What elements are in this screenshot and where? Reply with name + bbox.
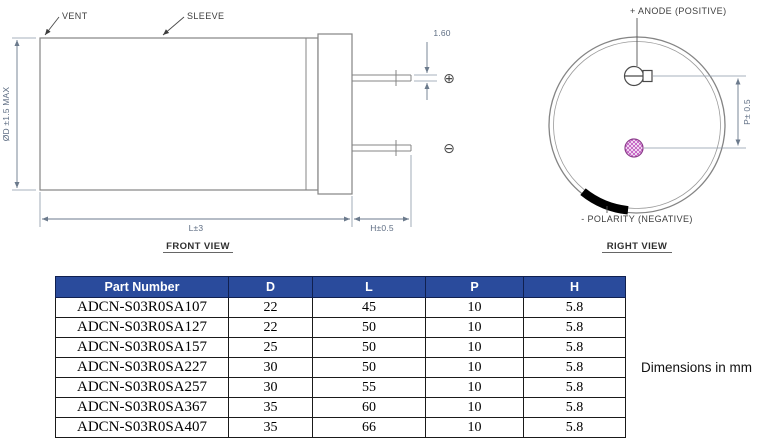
value-cell: 5.8 — [523, 337, 626, 358]
column-header: L — [312, 276, 426, 298]
pitch-dimension: P± 0.5 — [644, 75, 752, 149]
terminal-height-dimension: H±0.5 — [354, 155, 412, 233]
column-header: P — [425, 276, 524, 298]
value-cell: 66 — [312, 417, 426, 438]
right-view: + ANODE (POSITIVE) P± 0.5 - POLARITY (NE… — [548, 6, 752, 253]
value-cell: 22 — [228, 297, 313, 318]
part-number-cell: ADCN-S03R0SA227 — [55, 357, 229, 378]
column-header: H — [523, 276, 626, 298]
value-cell: 22 — [228, 317, 313, 338]
length-dim-label: L±3 — [189, 223, 204, 233]
lead-dim-label: 1.60 — [433, 28, 450, 38]
value-cell: 55 — [312, 377, 426, 398]
diameter-dimension: ØD ±1.5 MAX — [1, 37, 36, 191]
value-cell: 60 — [312, 397, 426, 418]
value-cell: 5.8 — [523, 357, 626, 378]
terminal-height-dim-label: H±0.5 — [370, 223, 394, 233]
value-cell: 35 — [228, 417, 313, 438]
value-cell: 50 — [312, 337, 426, 358]
negative-terminal — [624, 138, 644, 158]
diameter-dim-label: ØD ±1.5 MAX — [1, 87, 11, 142]
value-cell: 5.8 — [523, 377, 626, 398]
value-cell: 45 — [312, 297, 426, 318]
value-cell: 35 — [228, 397, 313, 418]
front-view-title: FRONT VIEW — [166, 241, 230, 252]
capacitor-body — [39, 37, 319, 191]
value-cell: 5.8 — [523, 317, 626, 338]
value-cell: 5.8 — [523, 397, 626, 418]
dimensions-note: Dimensions in mm — [641, 360, 753, 375]
positive-lead — [352, 70, 412, 86]
value-cell: 5.8 — [523, 417, 626, 438]
column-header: D — [228, 276, 313, 298]
positive-terminal — [623, 65, 653, 87]
value-cell: 10 — [425, 297, 524, 318]
part-number-cell: ADCN-S03R0SA107 — [55, 297, 229, 318]
column-header: Part Number — [55, 276, 229, 298]
vent-label: VENT — [62, 11, 88, 21]
sleeve-label: SLEEVE — [187, 11, 224, 21]
sleeve-leader-line — [162, 16, 185, 36]
capacitor-drawing: VENT SLEEVE ØD ±1.5 MAX 1.60 ⊕ ⊖ — [1, 6, 752, 253]
value-cell: 30 — [228, 357, 313, 378]
vent-leader-line — [44, 16, 60, 36]
part-number-cell: ADCN-S03R0SA407 — [55, 417, 229, 438]
right-view-title: RIGHT VIEW — [607, 241, 667, 252]
value-cell: 30 — [228, 377, 313, 398]
value-cell: 50 — [312, 317, 426, 338]
value-cell: 25 — [228, 337, 313, 358]
value-cell: 10 — [425, 357, 524, 378]
part-number-cell: ADCN-S03R0SA127 — [55, 317, 229, 338]
negative-terminal-symbol: ⊖ — [443, 141, 455, 157]
value-cell: 10 — [425, 317, 524, 338]
value-cell: 50 — [312, 357, 426, 378]
front-view: VENT SLEEVE ØD ±1.5 MAX 1.60 ⊕ ⊖ — [1, 11, 455, 253]
polarity-stripe — [580, 188, 629, 215]
anode-label: + ANODE (POSITIVE) — [630, 6, 726, 16]
positive-terminal-symbol: ⊕ — [443, 71, 455, 87]
negative-lead — [352, 140, 412, 156]
polarity-label: - POLARITY (NEGATIVE) — [581, 214, 693, 224]
capacitor-end-cap — [317, 33, 353, 195]
length-dimension: L±3 — [39, 192, 353, 233]
value-cell: 10 — [425, 417, 524, 438]
pitch-dim-label: P± 0.5 — [742, 99, 752, 125]
lead-diameter-dimension: 1.60 — [414, 28, 451, 100]
value-cell: 10 — [425, 337, 524, 358]
part-number-cell: ADCN-S03R0SA367 — [55, 397, 229, 418]
value-cell: 10 — [425, 377, 524, 398]
value-cell: 5.8 — [523, 297, 626, 318]
part-number-cell: ADCN-S03R0SA157 — [55, 337, 229, 358]
part-number-cell: ADCN-S03R0SA257 — [55, 377, 229, 398]
value-cell: 10 — [425, 397, 524, 418]
